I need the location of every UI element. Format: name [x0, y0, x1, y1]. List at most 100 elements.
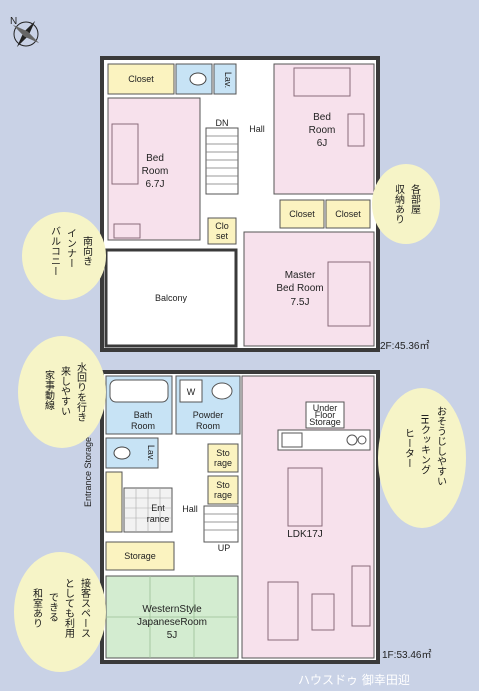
closet-a-label: Closet	[289, 209, 315, 219]
closet-top-2f	[107, 63, 175, 95]
note-water: 水回りを行き 来しやすい 家事動線	[18, 336, 106, 448]
note-kitchen-line1: おそうじしやすい	[435, 406, 447, 486]
entrance-label-a: Ent	[151, 503, 165, 513]
ih-cooktop-icon	[346, 434, 358, 446]
bedroom1-label-c: 6.7J	[146, 179, 165, 190]
closet-b-label: Closet	[335, 209, 361, 219]
sofa-icon	[267, 581, 299, 641]
ih-cooktop-icon-2	[357, 435, 367, 445]
note-balcony-line1: 南向き	[81, 235, 93, 266]
storage1-label-b: rage	[214, 458, 232, 468]
ldk-label: LDK17J	[287, 529, 323, 540]
dining-table-icon	[287, 467, 323, 527]
bed-icon-3	[327, 261, 371, 327]
bedroom-6-7j	[107, 97, 201, 241]
master-label-a: Master	[285, 270, 316, 281]
storage-small-1	[207, 443, 239, 473]
note-balcony-line2: インナー	[65, 228, 77, 268]
watermark: ハウスドゥ 御幸田迎	[298, 672, 410, 687]
desk-icon-2	[347, 113, 365, 147]
balcony	[104, 248, 238, 348]
stairs-1f	[203, 505, 239, 543]
storage-1f	[105, 541, 175, 571]
bathtub-icon	[109, 379, 169, 403]
floor-2-plan: Closet Lav. Bed Room 6.7J DN Hall Bed Ro…	[100, 56, 429, 352]
storage1-label-a: Sto	[216, 448, 230, 458]
underfloor-storage	[305, 401, 345, 429]
floor2-area: 2F:45.36㎡	[380, 340, 429, 352]
underfloor-label-a: Under	[313, 403, 338, 413]
bedroom2-label-c: 6J	[317, 138, 328, 149]
bath-label-b: Room	[131, 421, 155, 431]
underfloor-label-c: Storage	[309, 417, 341, 427]
closet-top-label: Closet	[128, 74, 154, 84]
note-guest: 接客スペース としても利用 できる 和室あり	[14, 552, 106, 672]
bedroom2-label-a: Bed	[313, 112, 331, 123]
closet-small-2f	[207, 217, 237, 245]
note-storage-line2: 収納あり	[393, 184, 405, 224]
note-balcony-line3: バルコニー	[49, 226, 61, 276]
entrance-storage	[105, 471, 123, 533]
storage2-label-b: rage	[214, 490, 232, 500]
compass-icon: N	[10, 16, 40, 48]
clo-label-b: set	[216, 231, 229, 241]
note-guest-line1: 接客スペース	[79, 577, 91, 638]
stairs-dn-label: DN	[216, 118, 229, 128]
balcony-label: Balcony	[155, 293, 188, 303]
toilet-icon-2	[113, 446, 131, 460]
storage-small-2	[207, 475, 239, 505]
closet-a-2f	[279, 199, 325, 229]
note-water-line2: 来しやすい	[59, 366, 71, 416]
note-storage-line1: 各部屋	[409, 183, 421, 214]
sink-icon	[211, 382, 233, 400]
western-label-c: 5J	[167, 630, 178, 641]
bedroom1-label-b: Room	[142, 166, 169, 177]
desk-icon	[113, 223, 141, 239]
underfloor-label-b: Floor	[315, 410, 336, 420]
bed-icon-2	[293, 67, 351, 97]
kitchen-sink-icon	[281, 432, 303, 448]
note-water-line1: 水回りを行き	[75, 362, 87, 422]
tv-board-icon	[351, 565, 371, 627]
compass-north-label: N	[10, 16, 17, 27]
storage2-label-a: Sto	[216, 480, 230, 490]
powder-label-a: Powder	[193, 410, 224, 420]
entrance-label-b: rance	[147, 514, 170, 524]
western-label-a: WesternStyle	[142, 604, 202, 615]
note-kitchen-line3: ヒーター	[403, 428, 415, 468]
bedroom-6j	[273, 63, 375, 195]
storage3-label: Storage	[124, 551, 156, 561]
bed-icon	[111, 123, 139, 185]
lav-1f-label: Lav.	[146, 445, 156, 461]
note-balcony: 南向き インナー バルコニー	[22, 212, 106, 300]
note-kitchen: おそうじしやすい IHクッキング ヒーター	[378, 388, 466, 528]
note-guest-line4: 和室あり	[31, 588, 43, 628]
western-label-b: JapaneseRoom	[137, 617, 207, 628]
note-storage: 各部屋 収納あり	[372, 164, 440, 244]
stairs-up-label: UP	[218, 543, 231, 553]
closet-b-2f	[325, 199, 371, 229]
bedroom2-label-b: Room	[309, 125, 336, 136]
hall-1f-label: Hall	[182, 504, 198, 514]
bath-label-a: Bath	[134, 410, 153, 420]
lav-2f	[213, 63, 237, 95]
stairs-2f	[205, 127, 239, 195]
floor-1-plan: Bath Room W Powder Room R Under Floor St…	[83, 370, 431, 664]
w-label: W	[187, 387, 196, 397]
floor1-area: 1F:53.46㎡	[382, 649, 431, 661]
clo-label-a: Clo	[215, 221, 229, 231]
note-guest-line2: としても利用	[63, 578, 75, 639]
entrance-storage-label: Entrance Storage	[83, 437, 93, 507]
powder-label-b: Room	[196, 421, 220, 431]
low-table-icon	[311, 593, 335, 631]
note-kitchen-line2: IHクッキング	[419, 414, 431, 474]
hall-2f-label: Hall	[249, 124, 265, 134]
toilet-icon	[189, 72, 207, 86]
note-guest-line3: できる	[47, 592, 59, 622]
bedroom1-label-a: Bed	[146, 153, 164, 164]
master-label-c: 7.5J	[291, 297, 310, 308]
master-bedroom	[243, 231, 375, 347]
lav-2f-label: Lav.	[223, 72, 233, 88]
note-water-line3: 家事動線	[43, 369, 55, 410]
